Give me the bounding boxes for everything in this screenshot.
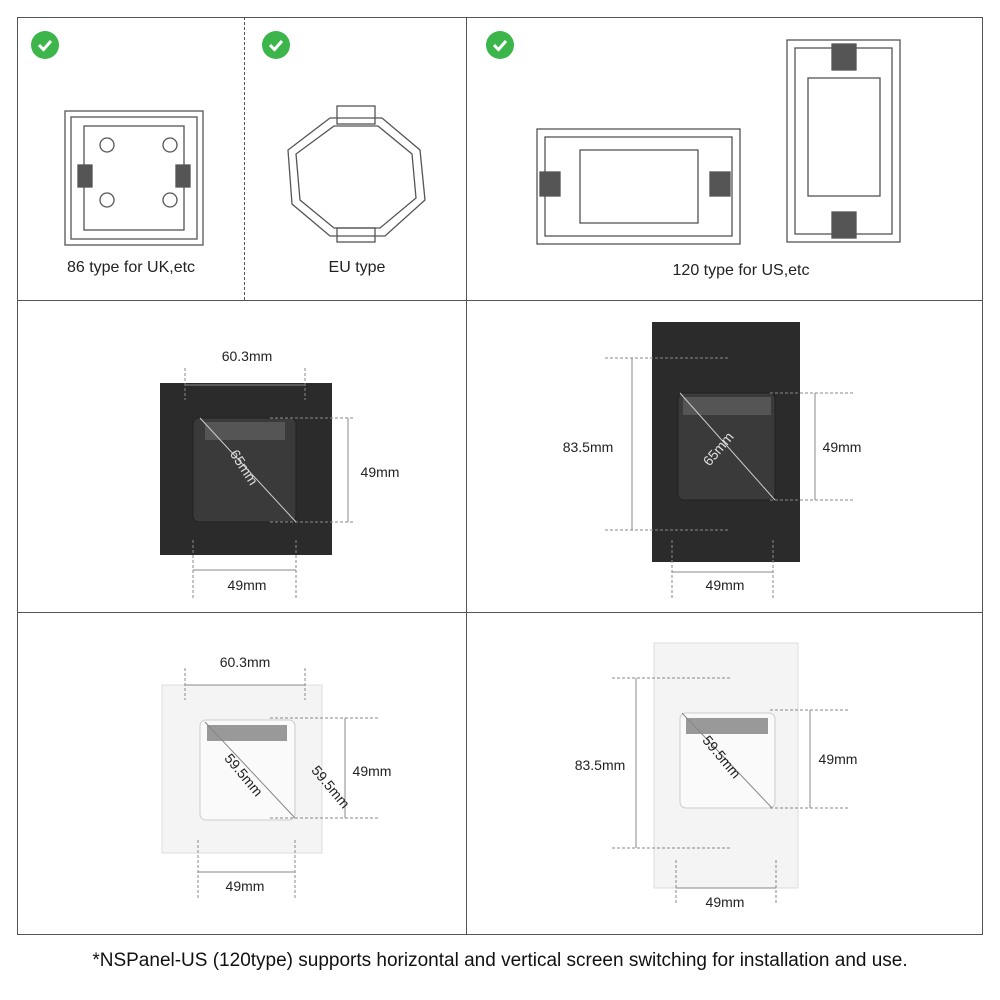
diagram-frame — [17, 17, 983, 935]
uk-black-dimension-lines — [184, 368, 355, 598]
footnote: *NSPanel-US (120type) supports horizonta… — [92, 950, 908, 971]
us-black-height-label: 83.5mm — [562, 439, 614, 455]
column-divider — [466, 17, 467, 935]
us-white-height-label: 83.5mm — [574, 757, 626, 773]
uk-white-height-label: 49mm — [352, 763, 392, 779]
uk-black-panel — [160, 383, 332, 555]
us-white-right-label: 49mm — [818, 751, 858, 767]
uk-white-width-label: 60.3mm — [219, 654, 271, 670]
us-box-label: 120 type for US,etc — [672, 262, 810, 279]
check-icon — [486, 31, 514, 59]
uk-box-label: 86 type for UK,etc — [66, 259, 196, 276]
us-black-bottom-label: 49mm — [705, 577, 745, 593]
uk-black-height-label: 49mm — [360, 464, 400, 480]
us-black-right-label: 49mm — [822, 439, 862, 455]
us-120-box-horizontal — [536, 128, 741, 245]
us-black-dimension-lines — [605, 357, 855, 600]
eu-round-box — [287, 105, 426, 243]
uk-white-panel — [161, 684, 323, 854]
check-icon — [31, 31, 59, 59]
uk-black-width-label: 60.3mm — [221, 348, 273, 364]
row-divider — [17, 300, 983, 301]
uk-white-dimension-lines — [184, 668, 378, 898]
us-120-box-vertical — [786, 39, 901, 243]
row-divider — [17, 612, 983, 613]
us-white-dimension-lines — [612, 677, 850, 905]
uk-black-bottom-label: 49mm — [227, 577, 267, 593]
uk-white-bottom-label: 49mm — [225, 878, 265, 894]
dashed-divider — [244, 17, 245, 300]
uk-86-box — [64, 110, 204, 246]
us-white-bottom-label: 49mm — [705, 894, 745, 910]
eu-box-label: EU type — [328, 259, 386, 276]
check-icon — [262, 31, 290, 59]
